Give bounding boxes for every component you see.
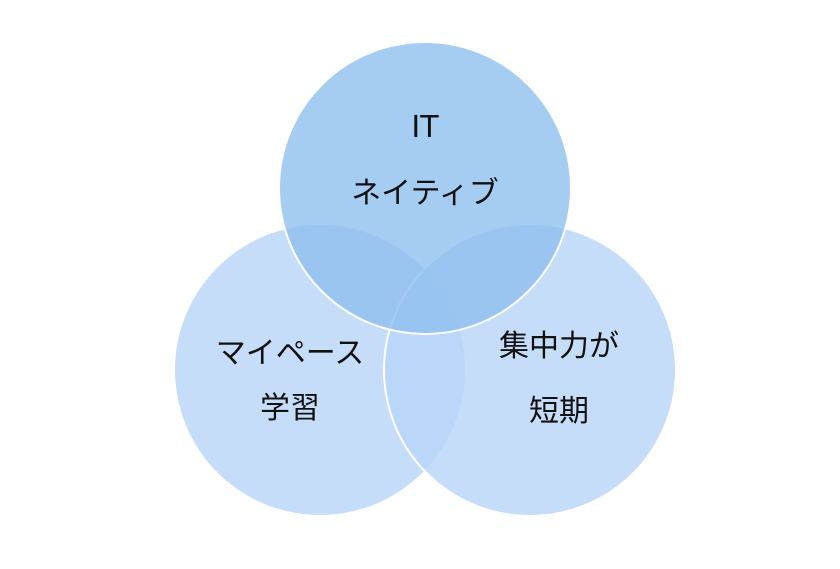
top-label-line1: IT — [411, 110, 439, 145]
top-label-line2: ネイティブ — [351, 176, 499, 211]
venn-labels: IT ネイティブ マイペース 学習 集中力が 短期 — [216, 110, 619, 429]
circle-top — [278, 41, 572, 335]
left-label-line1: マイペース — [216, 336, 365, 371]
left-label-line2: 学習 — [260, 391, 320, 426]
venn-circles — [173, 41, 677, 517]
right-label-line1: 集中力が — [499, 329, 619, 364]
right-label-line2: 短期 — [529, 394, 589, 429]
